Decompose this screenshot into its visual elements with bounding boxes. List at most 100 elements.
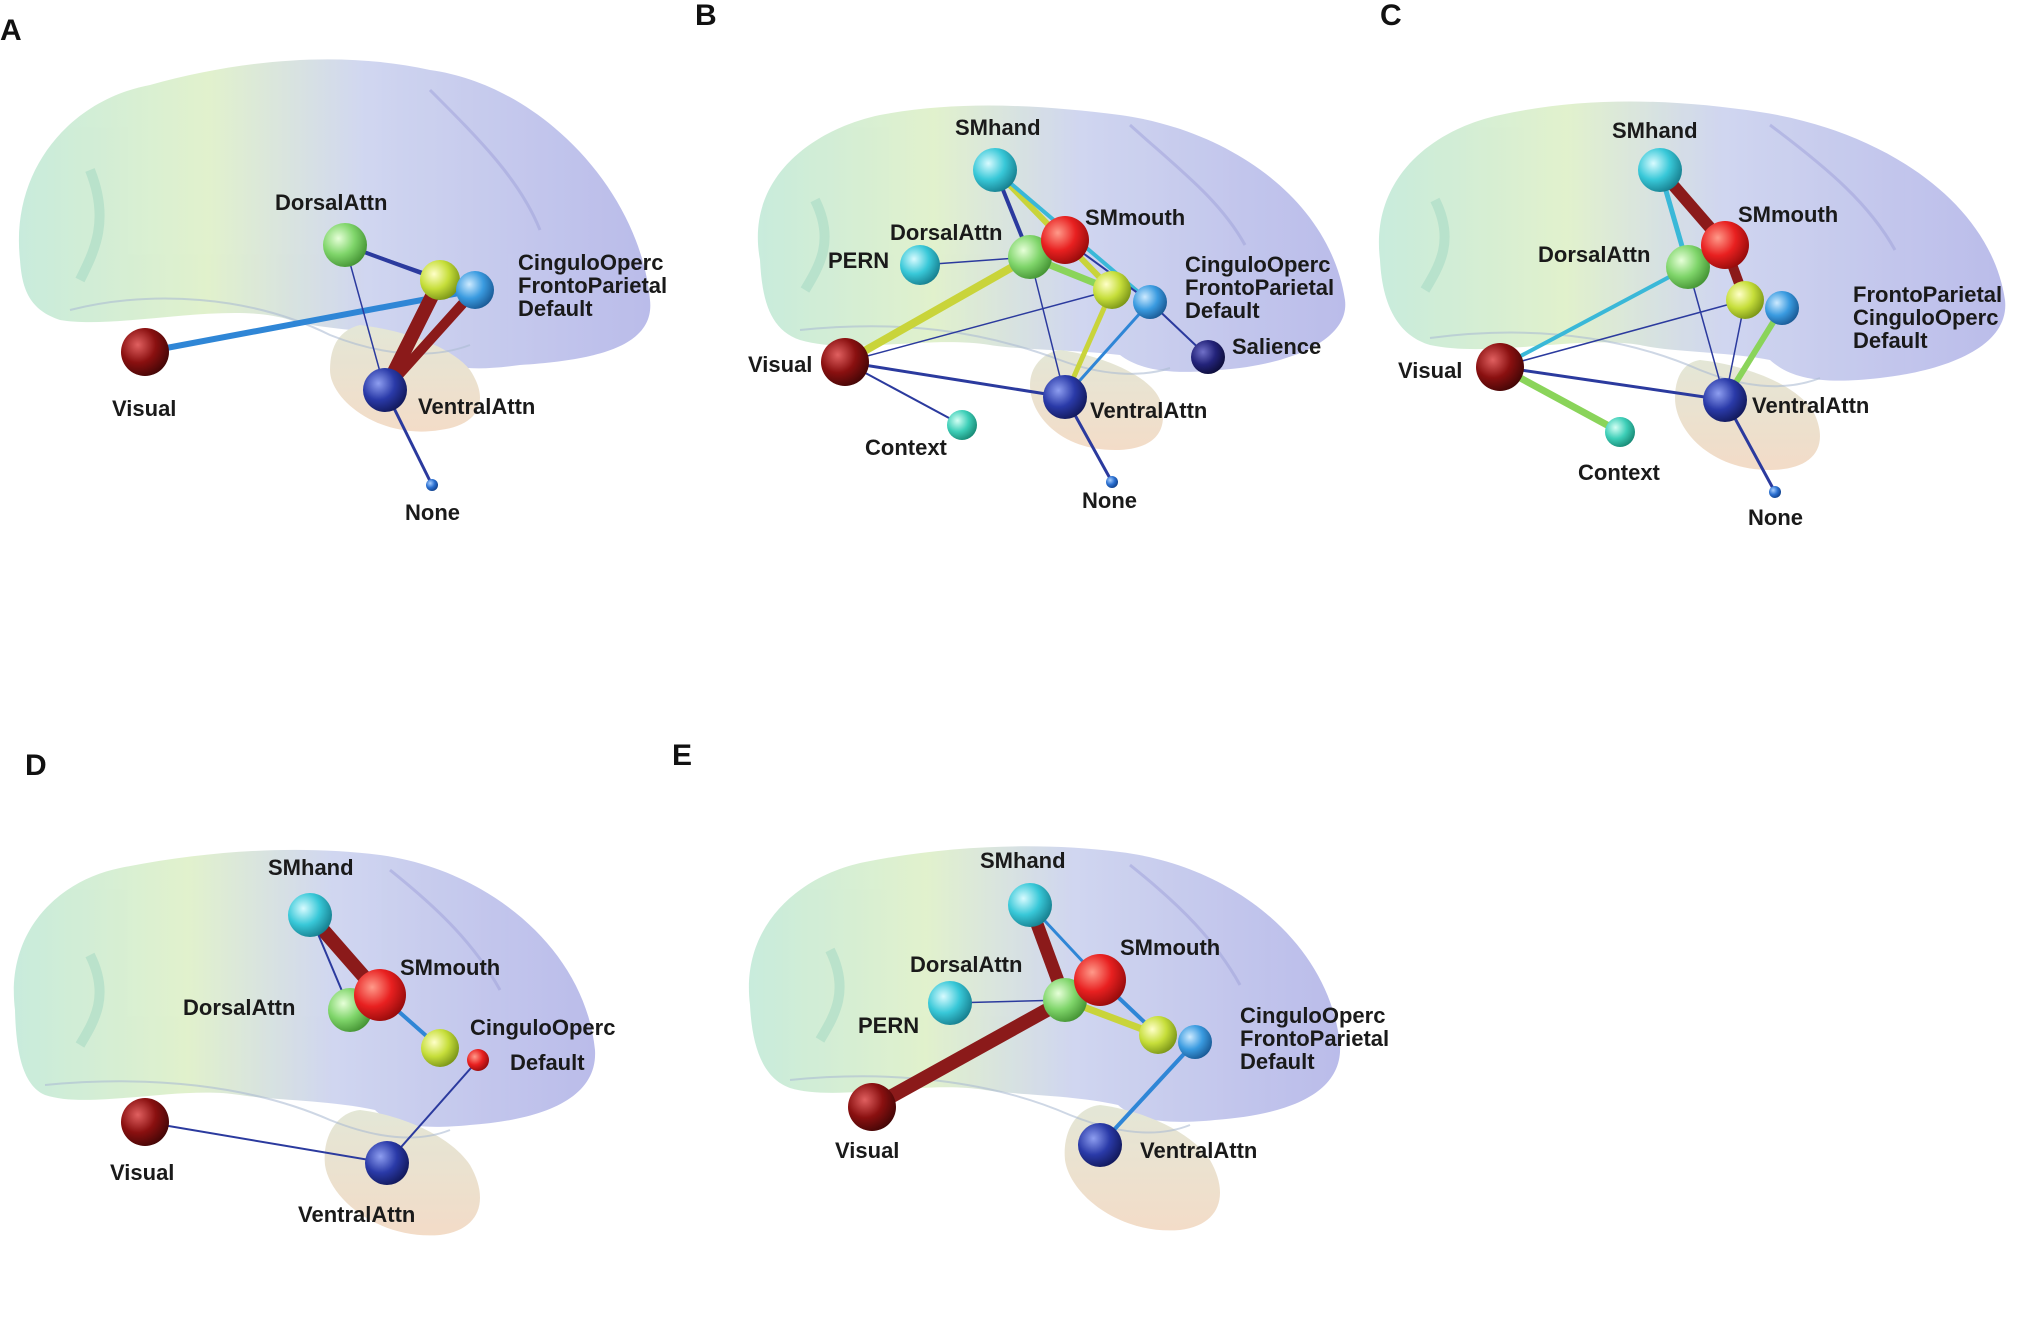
node-smhand [1008,883,1052,927]
node-context [1605,417,1635,447]
panel-label-d: D [25,749,47,782]
node-none [426,479,438,491]
node-label: CinguloOperc [1853,305,1998,330]
node-cingulooperc [420,260,460,300]
labels-a: DorsalAttn CinguloOperc FrontoParietal D… [112,190,667,525]
node-label: Visual [1398,358,1462,383]
node-visual [848,1083,896,1131]
node-label: FrontoParietal [518,273,667,298]
node-label: None [1748,505,1803,530]
node-frontoparietal [1133,285,1167,319]
node-ventralattn [1043,375,1087,419]
node-none [1106,476,1118,488]
panel-label-b: B [695,0,717,32]
node-label: Default [1853,328,1928,353]
node-visual [121,1098,169,1146]
node-smmouth [1041,216,1089,264]
node-cingulooperc [1139,1016,1177,1054]
node-label: Context [865,435,948,460]
node-label: SMmouth [1085,205,1185,230]
node-salience [1191,340,1225,374]
nodes-e [848,883,1212,1167]
node-label: DorsalAttn [890,220,1002,245]
node-label: Default [1240,1049,1315,1074]
node-smhand [973,148,1017,192]
node-label: SMmouth [400,955,500,980]
edge [1029,256,1066,398]
node-label: VentralAttn [1140,1138,1257,1163]
node-ventralattn [365,1141,409,1185]
node-label: VentralAttn [418,394,535,419]
edge [1098,1040,1197,1147]
node-label: CinguloOperc [1185,252,1330,277]
edge [844,360,1066,399]
panel-label-e: E [672,739,692,772]
node-label: Salience [1232,334,1321,359]
panel-e: E SMhand SMmo [672,739,1389,1231]
node-label: DorsalAttn [183,995,295,1020]
edge [381,286,479,394]
node-smmouth [1074,954,1126,1006]
edge [844,289,1113,363]
node-label: VentralAttn [298,1202,415,1227]
node-label: CinguloOperc [470,1015,615,1040]
panel-b: B [695,0,1346,513]
node-label: PERN [858,1013,919,1038]
node-smhand [1638,148,1682,192]
node-ventralattn [1078,1123,1122,1167]
node-label: DorsalAttn [1538,242,1650,267]
node-ventralattn [363,368,407,412]
nodes-d [121,893,489,1185]
node-label: SMhand [268,855,354,880]
node-label: Visual [110,1160,174,1185]
node-label: CinguloOperc [1240,1003,1385,1028]
edge [1687,266,1726,401]
edge [144,1121,388,1164]
node-label: Default [1185,298,1260,323]
node-label: Default [510,1050,585,1075]
node-label: VentralAttn [1752,393,1869,418]
edge [868,993,1069,1114]
labels-d: SMhand SMmouth DorsalAttn CinguloOperc D… [110,855,615,1227]
labels-b: SMhand SMmouth DorsalAttn PERN CinguloOp… [748,115,1334,513]
node-dorsalattn [323,223,367,267]
node-smhand [288,893,332,937]
node-pern [928,981,972,1025]
node-label: DorsalAttn [275,190,387,215]
node-dorsalattn [1666,245,1710,289]
edge [1499,365,1726,402]
node-label: SMhand [980,848,1066,873]
node-none [1769,486,1781,498]
edge [1499,265,1689,369]
panel-label-c: C [1380,0,1402,32]
node-label: CinguloOperc [518,250,663,275]
node-label: DorsalAttn [910,952,1022,977]
node-frontoparietal [1178,1025,1212,1059]
edge [1499,299,1746,368]
node-context [947,410,977,440]
nodes-b [821,148,1225,488]
node-label: FrontoParietal [1853,282,2002,307]
edge [344,244,386,391]
node-label: SMhand [955,115,1041,140]
node-visual [821,338,869,386]
brain-surface-c [1378,101,2006,470]
node-visual [121,328,169,376]
node-cingulooperc [1093,271,1131,309]
node-label: VentralAttn [1090,398,1207,423]
edge [843,253,1032,366]
node-label: SMmouth [1738,202,1838,227]
node-label: Visual [112,396,176,421]
node-cingulooperc [421,1029,459,1067]
node-pern [900,245,940,285]
edge [386,1059,479,1164]
labels-c: SMhand SMmouth DorsalAttn FrontoParietal… [1398,118,2002,530]
node-default [467,1049,489,1071]
node-label: FrontoParietal [1240,1026,1389,1051]
node-label: Context [1578,460,1661,485]
panel-c: C [1378,0,2006,530]
node-label: SMmouth [1120,935,1220,960]
node-label: Visual [835,1138,899,1163]
panel-a: A DorsalAttn CinguloOperc [0,14,667,525]
